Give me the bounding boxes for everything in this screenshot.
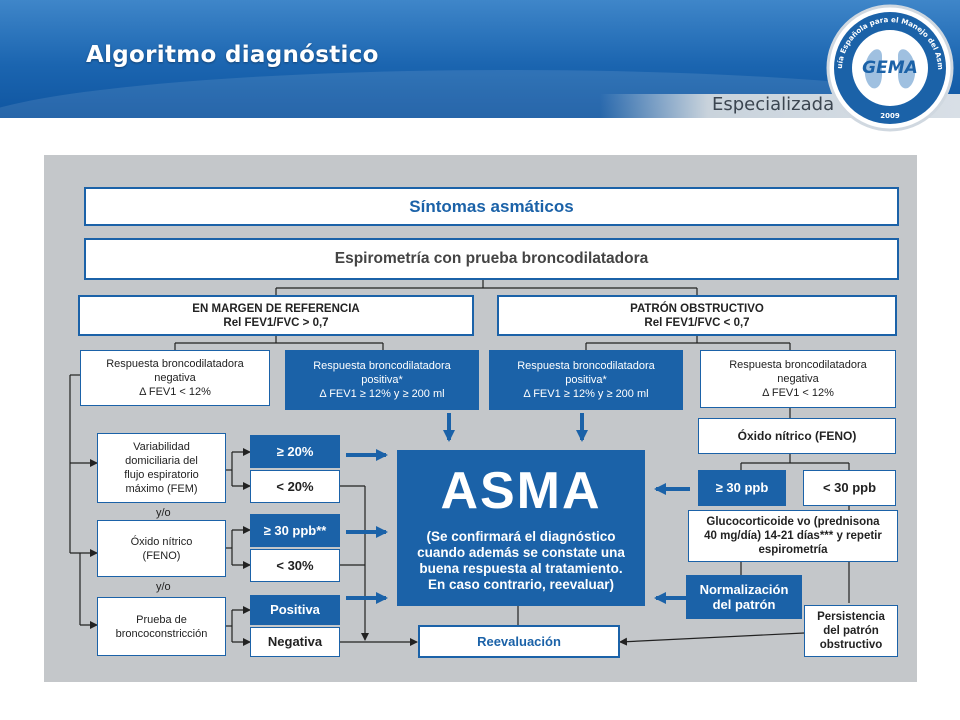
bd-positive-left-box: Respuesta broncodilatadora positiva* Δ F… [285,350,479,410]
no-high-box: ≥ 30 ppb** [250,514,340,547]
asma-note-line1: (Se confirmará el diagnóstico [426,529,616,544]
no-low-label: < 30% [276,557,314,573]
normalization-line1: Normalización [699,582,789,597]
bd-positive-right-line2: positiva* [565,374,607,386]
normalization-line2: del patrón [712,597,776,612]
bd-negative-right-line3: Δ FEV1 < 12% [762,387,834,399]
obstructive-line1: PATRÓN OBSTRUCTIVO [630,302,764,315]
pef-variability-line1: Variabilidad [133,441,190,453]
bronchoconstriction-box: Prueba de broncoconstricción [97,597,226,656]
reevaluation-box: Reevaluación [418,625,620,658]
nitric-oxide-left-line2: (FENO) [142,549,181,562]
no-right-low-box: < 30 ppb [803,470,896,506]
header-subtitle: Especializada [712,94,835,115]
lung-icon [864,49,916,89]
no-high-label: ≥ 30 ppb** [263,522,327,538]
no-right-high-box: ≥ 30 ppb [698,470,786,506]
bd-positive-left-line1: Respuesta broncodilatadora [313,360,451,372]
bronchoconstriction-line2: broncoconstricción [115,627,208,640]
page-title: Algoritmo diagnóstico [86,42,379,68]
logo-text: GEMA [862,58,918,78]
pef-variability-line2: domiciliaria del [125,455,198,467]
bd-negative-left-box: Respuesta broncodilatadora negativa Δ FE… [80,350,270,406]
bd-positive-right-line1: Respuesta broncodilatadora [517,360,655,372]
obstructive-pattern-box: PATRÓN OBSTRUCTIVO Rel FEV1/FVC < 0,7 [497,295,897,336]
asma-note-line4: En caso contrario, reevaluar) [427,577,615,592]
spirometry-box: Espirometría con prueba broncodilatadora [84,238,899,280]
nitric-oxide-left-line1: Óxido nítrico [130,535,193,548]
persistence-box: Persistencia del patrón obstructivo [804,605,898,657]
bd-positive-right-line3: Δ FEV1 ≥ 12% y ≥ 200 ml [523,388,649,400]
obstructive-line2: Rel FEV1/FVC < 0,7 [644,316,750,329]
no-right-low-label: < 30 ppb [822,480,877,495]
nitric-oxide-left-box: Óxido nítrico (FENO) [97,520,226,577]
bd-negative-right-line2: negativa [777,373,819,385]
positive-label: Positiva [270,602,320,617]
normalization-box: Normalización del patrón [686,575,802,619]
nitric-oxide-right-box: Óxido nítrico (FENO) [698,418,896,454]
negative-label: Negativa [267,634,323,649]
bronchoconstriction-line1: Prueba de [136,613,187,626]
bd-negative-left-line3: Δ FEV1 < 12% [139,386,211,398]
glucocorticoid-line2: 40 mg/día) 14-21 días*** y repetir [704,530,882,542]
nitric-oxide-right-label: Óxido nítrico (FENO) [737,429,857,443]
persistence-line2: del patrón [823,625,879,637]
reevaluation-label: Reevaluación [477,633,561,649]
bd-negative-right-line1: Respuesta broncodilatadora [729,359,867,371]
negative-box: Negativa [250,627,340,657]
and-or-label-1: y/o [156,507,171,519]
spirometry-label: Espirometría con prueba broncodilatadora [334,250,649,267]
pef-low-label: < 20% [276,478,314,494]
gema-logo: GEMA Guía Española para el Manejo del As… [822,0,954,132]
pef-variability-line3: flujo espiratorio [124,469,199,481]
bd-positive-right-box: Respuesta broncodilatadora positiva* Δ F… [489,350,683,410]
reference-margin-box: EN MARGEN DE REFERENCIA Rel FEV1/FVC > 0… [78,295,474,336]
glucocorticoid-line1: Glucocorticoide vo (prednisona [706,516,880,528]
asma-note-line2: cuando además se constate una [417,545,625,560]
glucocorticoid-line3: espirometría [758,544,828,556]
and-or-label-2: y/o [156,581,171,593]
logo-year: 2009 [880,112,900,120]
bd-positive-left-line3: Δ FEV1 ≥ 12% y ≥ 200 ml [319,388,445,400]
pef-high-label: ≥ 20% [276,443,314,459]
positive-box: Positiva [250,595,340,625]
asma-title: ASMA [440,462,602,520]
asma-note-line3: buena respuesta al tratamiento. [419,561,623,576]
pef-low-box: < 20% [250,470,340,503]
persistence-line3: obstructivo [819,639,883,651]
pef-variability-box: Variabilidad domiciliaria del flujo espi… [97,433,226,503]
asma-note: (Se confirmará el diagnóstico cuando ade… [417,529,625,593]
asma-box: ASMA (Se confirmará el diagnóstico cuand… [397,450,645,606]
bd-positive-left-line2: positiva* [361,374,403,386]
no-right-high-label: ≥ 30 ppb [715,480,769,495]
bd-negative-left-line1: Respuesta broncodilatadora [106,358,244,370]
glucocorticoid-box: Glucocorticoide vo (prednisona 40 mg/día… [688,510,898,562]
bd-negative-right-box: Respuesta broncodilatadora negativa Δ FE… [700,350,896,408]
pef-variability-line4: máximo (FEM) [125,483,198,495]
persistence-line1: Persistencia [817,611,885,623]
symptoms-label: Síntomas asmáticos [409,196,574,216]
reference-margin-line2: Rel FEV1/FVC > 0,7 [223,316,329,329]
reference-margin-line1: EN MARGEN DE REFERENCIA [192,302,360,315]
symptoms-box: Síntomas asmáticos [84,187,899,226]
bd-negative-left-line2: negativa [154,372,196,384]
no-low-box: < 30% [250,549,340,582]
pef-high-box: ≥ 20% [250,435,340,468]
